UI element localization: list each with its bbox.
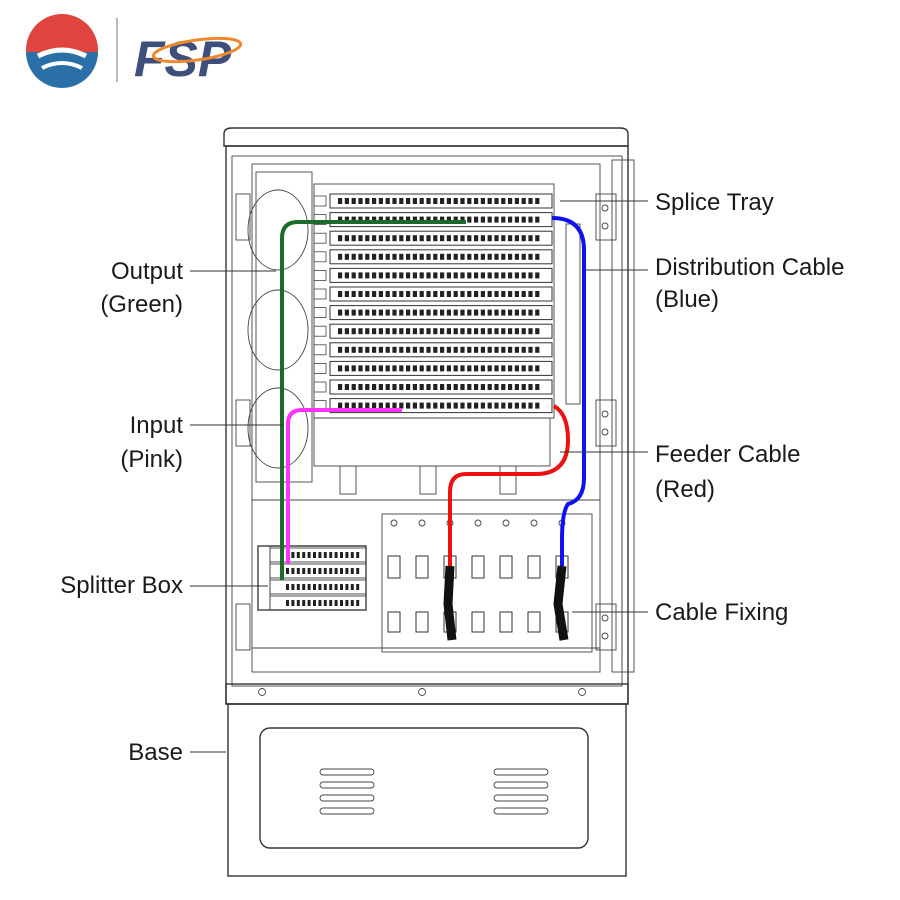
base-vents <box>319 768 549 815</box>
splice-tray <box>313 323 553 339</box>
splice-tray <box>313 286 553 302</box>
label-input-color: (Pink) <box>120 446 183 473</box>
splice-tray <box>313 267 553 283</box>
label-feeder-cable: Feeder Cable <box>655 441 800 468</box>
input-cable-pink <box>286 408 402 564</box>
label-cable-fixing: Cable Fixing <box>655 599 788 626</box>
label-distribution-cable-color: (Blue) <box>655 286 719 313</box>
distribution-cable-blue <box>551 216 586 566</box>
label-splitter-box: Splitter Box <box>60 572 183 599</box>
output-cable-green <box>280 220 466 580</box>
cables <box>280 216 586 641</box>
feeder-cable-red <box>448 404 571 566</box>
label-input: Input <box>130 412 184 439</box>
logo-wordmark: FSP <box>134 31 232 87</box>
splice-tray <box>313 230 553 246</box>
splice-tray <box>313 212 553 228</box>
splice-tray-stack <box>313 183 555 419</box>
cabinet-body <box>223 127 635 877</box>
splice-tray <box>313 342 553 358</box>
labels: Splice Tray Distribution Cable (Blue) Ou… <box>60 189 844 766</box>
splitter-box <box>257 545 367 611</box>
brand-logo: FSP <box>26 14 243 88</box>
splice-tray <box>313 193 553 209</box>
splice-tray <box>313 305 553 321</box>
label-feeder-cable-color: (Red) <box>655 476 715 503</box>
hinge-right <box>595 193 617 651</box>
splice-tray <box>313 360 553 376</box>
cable-fixing-clamps <box>387 519 569 633</box>
label-distribution-cable: Distribution Cable <box>655 254 844 281</box>
label-base: Base <box>128 739 183 766</box>
splice-tray <box>313 379 553 395</box>
callouts <box>190 200 648 753</box>
label-splice-tray: Splice Tray <box>655 189 774 216</box>
hinge-left <box>235 193 251 651</box>
label-output-color: (Green) <box>100 291 183 318</box>
splice-tray <box>313 249 553 265</box>
label-output: Output <box>111 258 183 285</box>
